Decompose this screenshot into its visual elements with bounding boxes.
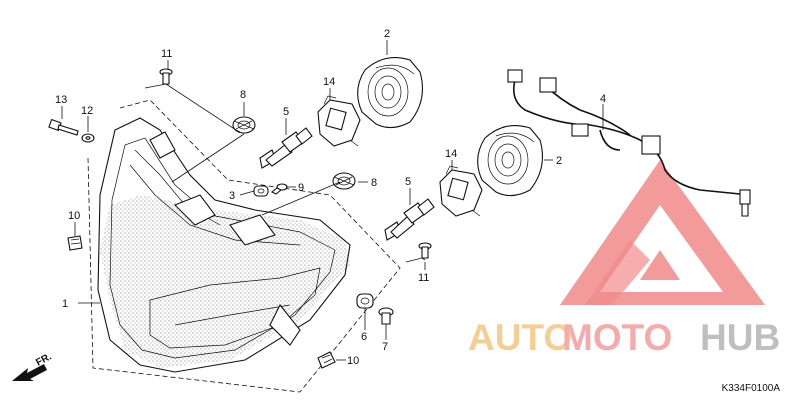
callout-labels: 1 2 2 3 4 5 5 6 7 8 8 9 10 10 11 11 12 1…	[55, 28, 606, 367]
callout-2-top: 2	[384, 28, 390, 40]
bulb-socket-8-top	[232, 116, 256, 134]
dust-cover-2-right	[477, 125, 543, 197]
callout-10-bottom: 10	[347, 355, 359, 367]
callout-5-top: 5	[283, 106, 289, 118]
screw-11-bottom	[418, 242, 432, 259]
callout-1: 1	[62, 298, 68, 310]
callout-13: 13	[55, 94, 67, 106]
headlight-bulb-5-right	[384, 198, 435, 241]
socket-cap-14-right	[439, 165, 483, 217]
callout-4: 4	[600, 93, 606, 105]
callout-5-right: 5	[405, 176, 411, 188]
socket-cap-14-top	[317, 95, 361, 147]
headlight-reflector	[149, 267, 321, 349]
dust-cover-2-top	[357, 57, 423, 129]
screw-11-top	[159, 68, 173, 85]
grommet-6	[356, 293, 374, 309]
callout-10-left: 10	[68, 210, 80, 222]
watermark-hub: HUB	[700, 317, 780, 358]
headlight-inner-rim	[109, 137, 336, 359]
callout-2-right: 2	[556, 155, 562, 167]
watermark-moto: MOTO	[562, 317, 672, 358]
watermark-logo: AUTO MOTO HUB	[468, 160, 780, 358]
headlight-bulb-5-top	[259, 127, 313, 169]
watermark-stroke-icon	[585, 240, 650, 305]
collar-7	[378, 307, 394, 325]
front-direction-indicator: FR.	[12, 351, 54, 381]
clip-10-bottom	[317, 351, 336, 369]
watermark-triangle-icon	[560, 160, 765, 305]
callout-11-top: 11	[161, 48, 172, 60]
washer-12	[81, 133, 95, 143]
callout-14-top: 14	[323, 76, 335, 88]
callout-7: 7	[382, 341, 388, 353]
callout-8-right: 8	[371, 177, 377, 189]
clip-10-left	[67, 235, 83, 251]
leader-lines	[61, 40, 604, 361]
headlight-assembly	[87, 99, 401, 393]
headlight-housing	[97, 117, 351, 373]
wiring-harness-4	[507, 69, 751, 217]
callout-6: 6	[361, 331, 367, 343]
direction-arrow-icon	[12, 364, 47, 381]
screw-9	[270, 183, 288, 195]
callout-12: 12	[81, 105, 93, 117]
callout-8-top: 8	[240, 89, 246, 101]
watermark-auto: AUTO	[468, 317, 572, 358]
bolt-13	[48, 118, 79, 136]
bulb-socket-8-right	[332, 172, 356, 190]
callout-14-right: 14	[445, 148, 457, 160]
callout-9: 9	[298, 182, 304, 194]
callout-11-bottom: 11	[418, 272, 429, 284]
direction-label: FR.	[34, 351, 54, 368]
headlight-lens-texture	[100, 195, 350, 368]
callout-3: 3	[229, 190, 235, 202]
assembly-outline	[87, 99, 401, 393]
grommet-3	[253, 185, 269, 197]
diagram-reference-code: K334F0100A	[721, 383, 780, 394]
